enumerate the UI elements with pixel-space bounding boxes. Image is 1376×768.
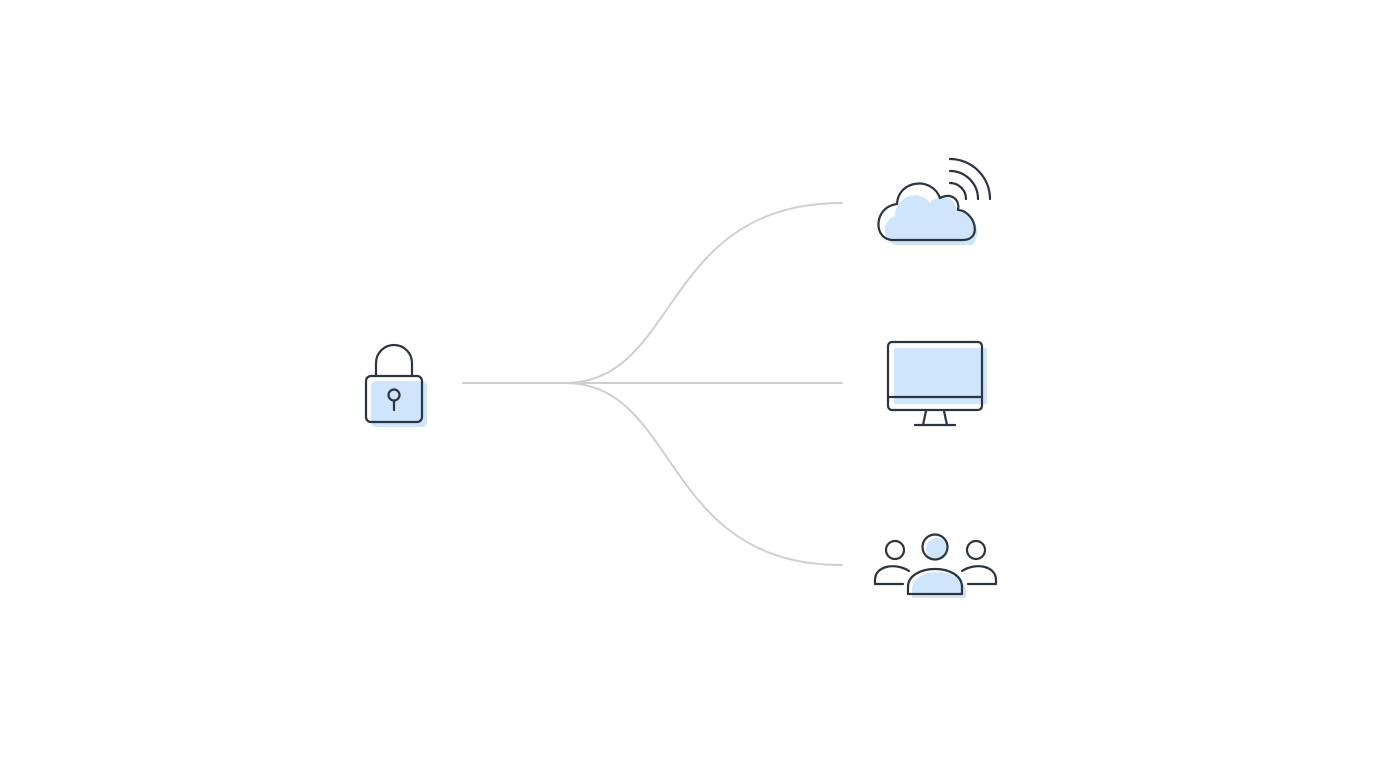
- connector-to-cloud: [462, 202, 843, 384]
- cloud-wifi-icon: [877, 157, 992, 245]
- user-group-icon: [873, 533, 998, 598]
- connectors: [462, 202, 843, 566]
- padlock-icon: [364, 343, 427, 427]
- desktop-monitor-icon: [886, 340, 987, 427]
- connector-to-users: [564, 382, 843, 566]
